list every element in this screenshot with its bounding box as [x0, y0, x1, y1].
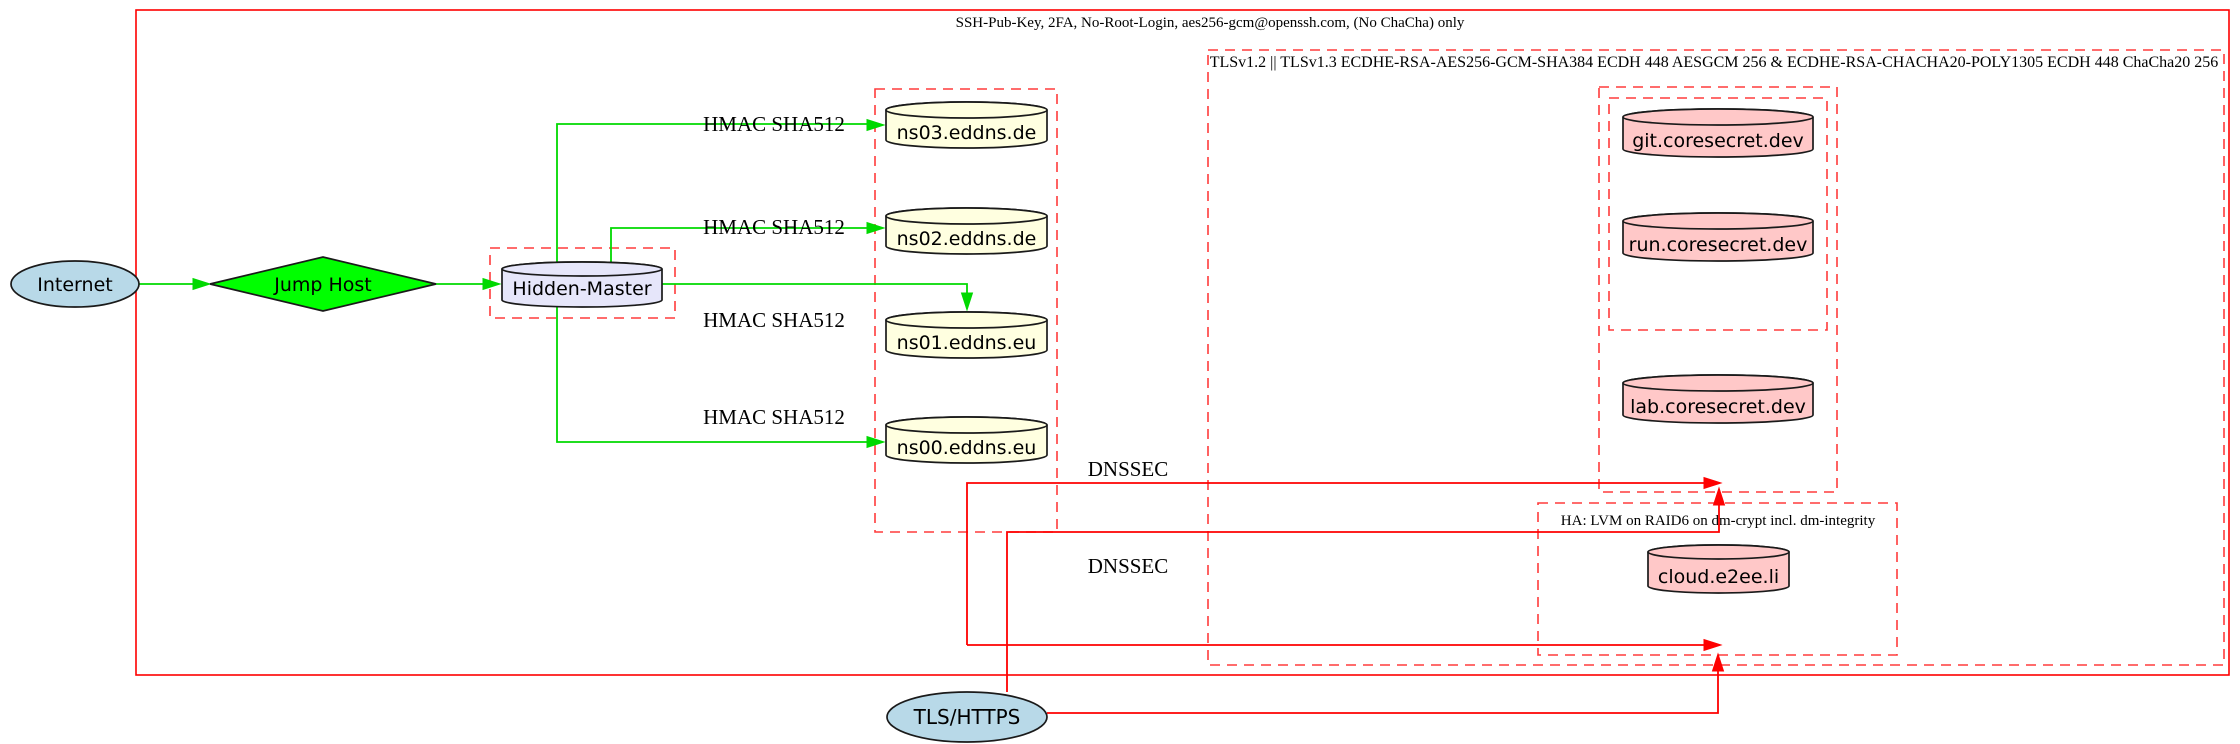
edge-label-dnssec-1: DNSSEC	[1088, 457, 1169, 481]
ns01-label: ns01.eddns.eu	[897, 332, 1037, 354]
internet-label: Internet	[37, 274, 112, 296]
tls-https-label: TLS/HTTPS	[913, 705, 1021, 729]
hidden-master-label: Hidden-Master	[512, 278, 651, 300]
arrowhead-ha-up	[1711, 652, 1725, 672]
git-label: git.coresecret.dev	[1632, 130, 1804, 152]
arrowhead-jumphost	[192, 277, 212, 291]
node-run: run.coresecret.dev	[1622, 212, 1814, 262]
cluster-ssh-box	[135, 9, 2230, 676]
node-ns03: ns03.eddns.de	[885, 101, 1048, 149]
arrowhead-ns03	[866, 118, 886, 132]
node-git: git.coresecret.dev	[1622, 108, 1814, 158]
edge-label-hmac-1: HMAC SHA512	[703, 112, 845, 136]
node-internet: Internet	[10, 260, 140, 308]
node-cloud: cloud.e2ee.li	[1647, 544, 1790, 594]
arrowhead-hiddenmaster	[482, 277, 502, 291]
arrowhead-coresecret-up	[1712, 486, 1726, 506]
node-ns01: ns01.eddns.eu	[885, 311, 1048, 359]
ns00-label: ns00.eddns.eu	[897, 437, 1037, 459]
node-lab: lab.coresecret.dev	[1622, 374, 1814, 424]
cloud-label: cloud.e2ee.li	[1658, 566, 1779, 588]
edge-hiddenmaster-to-ns02	[610, 227, 867, 262]
cluster-hidden-master-box	[489, 247, 676, 319]
ns02-label: ns02.eddns.de	[897, 228, 1037, 250]
cluster-tls-label: TLSv1.2 || TLSv1.3 ECDHE-RSA-AES256-GCM-…	[1210, 54, 2219, 71]
edge-tlshttps-to-coresecret	[1006, 505, 1720, 692]
edge-tlshttps-to-ha	[1047, 671, 1719, 714]
cluster-nameservers-box	[874, 88, 1058, 533]
arrowhead-ns01	[960, 292, 974, 312]
edge-hiddenmaster-to-ns01	[662, 283, 968, 293]
node-hidden-master: Hidden-Master	[501, 261, 663, 308]
arrowhead-ns02	[866, 221, 886, 235]
jump-host-label: Jump Host	[273, 274, 372, 296]
edge-hiddenmaster-to-ns00	[556, 307, 867, 443]
edge-label-hmac-4: HMAC SHA512	[703, 405, 845, 429]
cluster-coresecret-inner-box	[1608, 97, 1828, 331]
edge-hiddenmaster-to-ns03	[556, 123, 867, 262]
edge-label-hmac-3: HMAC SHA512	[703, 308, 845, 332]
run-label: run.coresecret.dev	[1629, 234, 1808, 256]
node-tls-https: TLS/HTTPS	[886, 691, 1048, 743]
ns03-label: ns03.eddns.de	[897, 122, 1037, 144]
node-ns00: ns00.eddns.eu	[885, 416, 1048, 464]
node-jump-host: Jump Host	[209, 256, 437, 312]
arrowhead-dnssec-upper	[1703, 476, 1723, 490]
lab-label: lab.coresecret.dev	[1630, 396, 1806, 418]
cluster-ssh-label: SSH-Pub-Key, 2FA, No-Root-Login, aes256-…	[956, 15, 1465, 31]
arrowhead-dnssec-lower	[1703, 638, 1723, 652]
edge-label-dnssec-2: DNSSEC	[1088, 554, 1169, 578]
cluster-coresecret-outer-box	[1598, 86, 1838, 493]
edge-label-hmac-2: HMAC SHA512	[703, 215, 845, 239]
node-ns02: ns02.eddns.de	[885, 207, 1048, 255]
edge-dnssec-to-coresecret	[966, 482, 1704, 645]
arrowhead-ns00	[866, 435, 886, 449]
